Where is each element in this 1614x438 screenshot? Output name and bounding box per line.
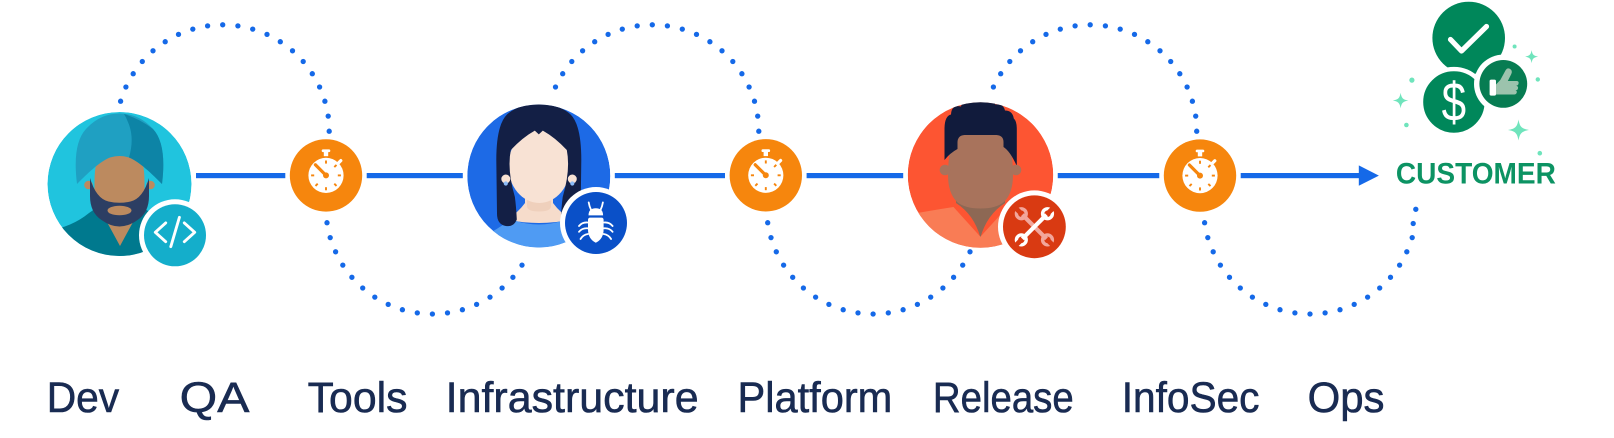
svg-text:Platform: Platform [738, 375, 893, 422]
svg-text:CUSTOMER: CUSTOMER [1396, 157, 1556, 190]
svg-text:Ops: Ops [1308, 375, 1385, 422]
svg-text:Dev: Dev [47, 375, 120, 422]
svg-text:InfoSec: InfoSec [1122, 375, 1260, 422]
svg-text:Tools: Tools [308, 375, 408, 422]
svg-text:QA: QA [180, 375, 250, 422]
svg-text:Infrastructure: Infrastructure [446, 375, 699, 422]
svg-text:$: $ [1442, 71, 1467, 133]
svg-text:Release: Release [933, 375, 1074, 422]
